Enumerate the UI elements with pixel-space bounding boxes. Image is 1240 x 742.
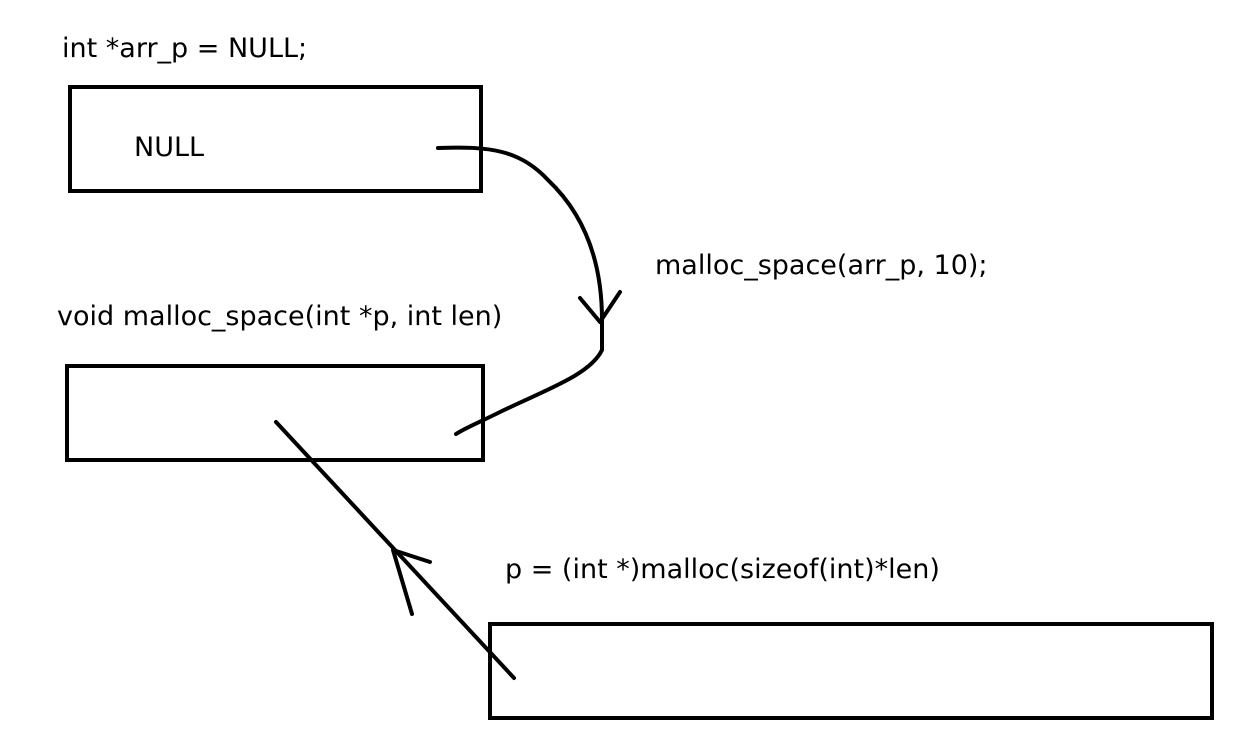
call-arrow-curve xyxy=(436,145,604,436)
arr-p-value: NULL xyxy=(134,132,205,163)
call-label: malloc_space(arr_p, 10); xyxy=(655,250,988,281)
assignment-arrowhead xyxy=(391,548,432,616)
heap-block-box xyxy=(488,622,1214,720)
arr-p-box: NULL xyxy=(68,85,483,193)
assignment-label: p = (int *)malloc(sizeof(int)*len) xyxy=(505,554,940,585)
function-signature-label: void malloc_space(int *p, int len) xyxy=(57,301,503,332)
p-box xyxy=(65,364,485,462)
declaration-label: int *arr_p = NULL; xyxy=(62,33,308,64)
call-arrowhead xyxy=(578,290,622,324)
